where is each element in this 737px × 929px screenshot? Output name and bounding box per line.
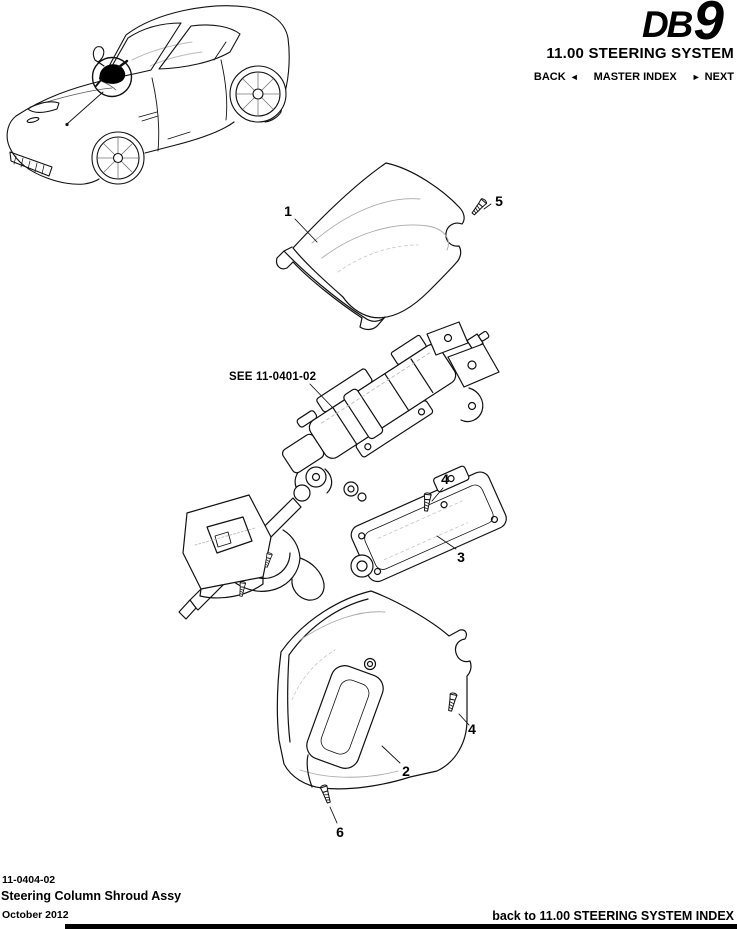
nav-bar: BACK ◄ MASTER INDEX ► NEXT xyxy=(534,71,734,83)
page-header: DB 9 11.00 STEERING SYSTEM BACK ◄ MASTER… xyxy=(534,0,734,83)
car-line-art xyxy=(6,5,290,185)
back-arrow-icon[interactable]: ◄ xyxy=(569,72,579,83)
callout-label-2: 2 xyxy=(402,763,410,779)
leader-lines xyxy=(294,203,492,824)
lower-shroud-part xyxy=(276,590,472,790)
upper-shroud-part xyxy=(275,162,465,331)
callout-circle xyxy=(65,56,133,127)
db9-logo: DB 9 xyxy=(534,0,724,51)
see-reference-label: SEE 11-0401-02 xyxy=(229,371,317,383)
db9-logo-nine: 9 xyxy=(693,0,724,51)
doc-date: October 2012 xyxy=(2,909,69,921)
callout-label-5: 5 xyxy=(495,193,503,209)
front-wheel xyxy=(91,131,145,185)
mounting-plate-part xyxy=(350,465,507,583)
exploded-diagram xyxy=(178,162,507,824)
callout-label-1: 1 xyxy=(284,203,292,219)
db9-logo-db: DB xyxy=(641,3,693,45)
screw-5 xyxy=(470,197,489,217)
callout-label-4-lower: 4 xyxy=(468,721,476,737)
rear-wheel xyxy=(229,65,287,123)
footer-divider-bar xyxy=(65,924,737,929)
callout-label-4-plate: 4 xyxy=(441,471,449,487)
doc-title: Steering Column Shroud Assy xyxy=(1,889,182,903)
nav-next-link[interactable]: NEXT xyxy=(704,71,734,84)
nav-back-link[interactable]: BACK xyxy=(533,71,566,84)
callout-label-6: 6 xyxy=(336,824,344,840)
doc-number: 11-0404-02 xyxy=(2,874,56,886)
nav-master-index-link[interactable]: MASTER INDEX xyxy=(593,71,677,84)
callout-label-3: 3 xyxy=(457,549,465,565)
steering-column-highlight xyxy=(99,64,126,84)
steering-column-assembly xyxy=(178,321,500,620)
next-arrow-icon[interactable]: ► xyxy=(691,72,701,83)
back-to-index-link[interactable]: back to 11.00 STEERING SYSTEM INDEX xyxy=(492,909,734,923)
page-title: 11.00 STEERING SYSTEM xyxy=(546,45,734,63)
